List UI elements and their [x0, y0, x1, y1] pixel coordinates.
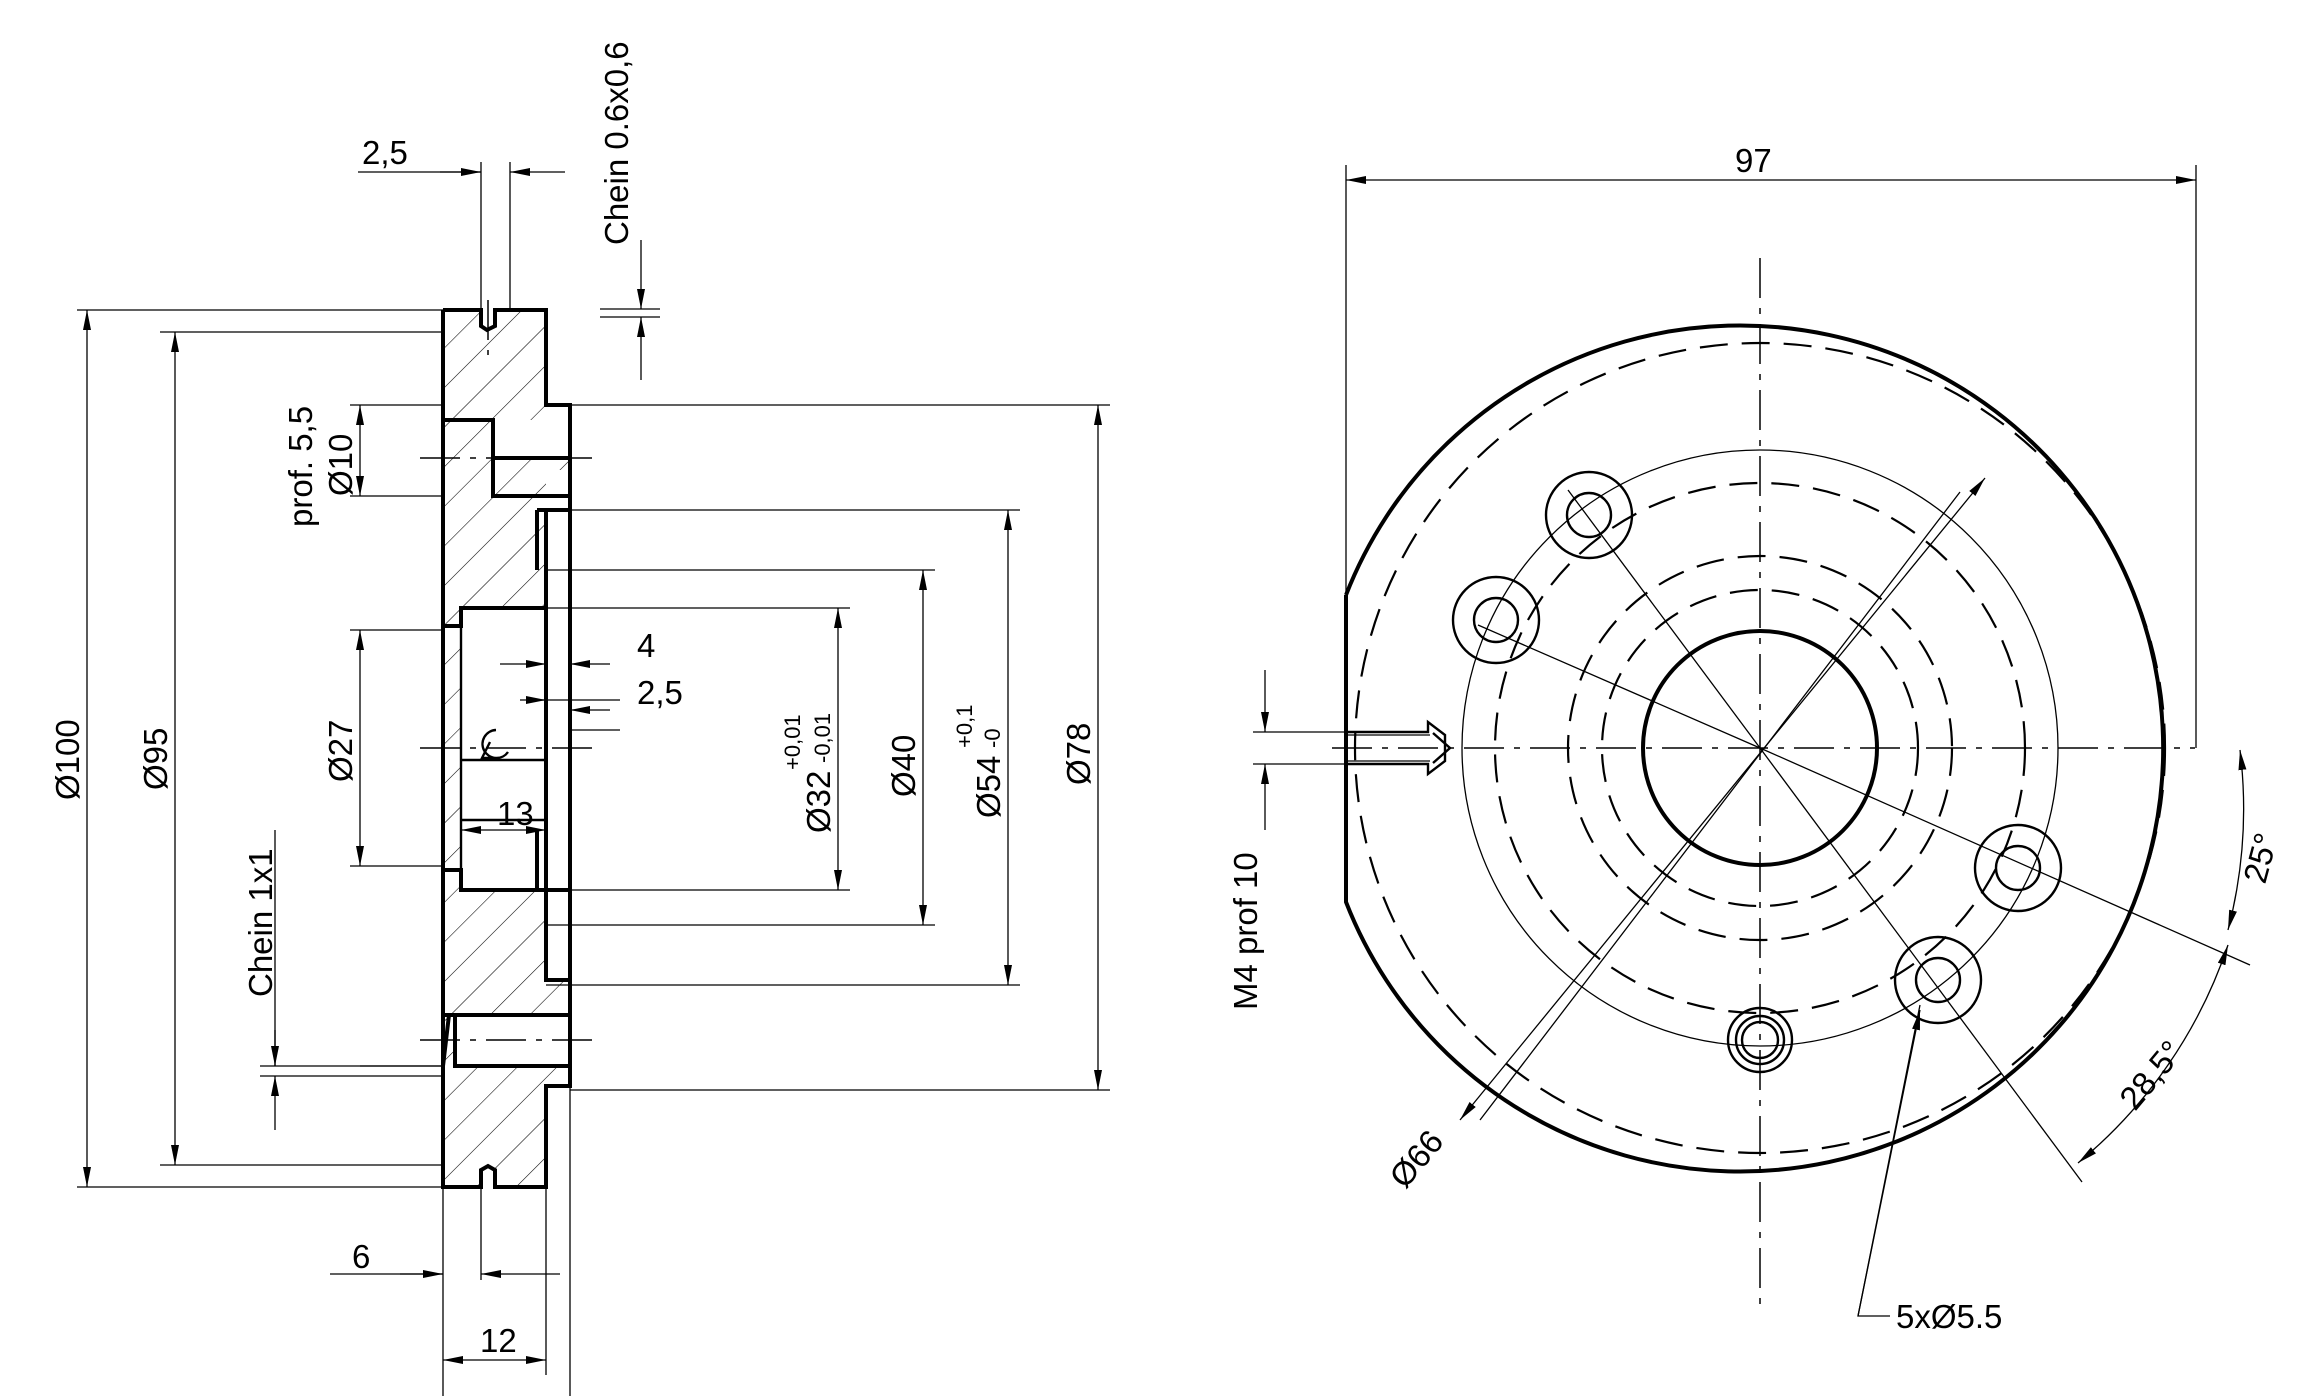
dim-width: 97 — [1735, 142, 1772, 179]
dim-flange-dia: Ø95 — [137, 728, 174, 790]
dim-step-offset: 2,5 — [637, 674, 683, 711]
dim-step-depth: 4 — [637, 627, 655, 664]
side-view: 2,5 Chein 0.6x0,6 prof. 5,5 Ø10 Ø100 Ø95… — [49, 41, 1110, 1396]
mounting-holes — [1451, 470, 2063, 1074]
dim-fit-tol-lower: -0,01 — [810, 713, 835, 763]
dim-counterbore-dia: Ø10 — [322, 434, 359, 496]
extension-lines — [77, 162, 1110, 1396]
angle-rays — [1459, 477, 2251, 1183]
dim-pcd-dia: Ø78 — [1060, 723, 1097, 785]
dim-counterbore-depth: prof. 5,5 — [282, 406, 319, 527]
dim-angle-b: 28,5° — [2112, 1033, 2190, 1116]
dimension-lines — [83, 168, 1102, 1364]
outer-profile — [1344, 323, 2166, 1174]
dim-thread: M4 prof 10 — [1227, 852, 1264, 1010]
front-view-dimension-texts: 97 M4 prof 10 Ø66 25° 28,5° 5xØ5.5 — [1227, 142, 2285, 1335]
dim-groove-width: 2,5 — [362, 134, 408, 171]
side-view-dimension-texts: 2,5 Chein 0.6x0,6 prof. 5,5 Ø10 Ø100 Ø95… — [49, 41, 1097, 1359]
dim-outer-dia: Ø100 — [49, 719, 86, 800]
dim-chamfer-bottom: Chein 1x1 — [242, 848, 279, 997]
dim-spigot-tol-upper: +0,1 — [952, 705, 977, 748]
counterbore-top — [443, 418, 570, 498]
dim-spigot-dia: Ø54 — [970, 756, 1007, 818]
dim-recess-dia: Ø40 — [885, 735, 922, 797]
dim-total-width: 12 — [480, 1322, 517, 1359]
threaded-pin — [1346, 719, 1452, 777]
dim-holes: 5xØ5.5 — [1896, 1298, 2002, 1335]
dim-pitch-dia: Ø66 — [1382, 1123, 1450, 1195]
dim-bore-dia: Ø27 — [322, 720, 359, 782]
dim-spigot-tol-lower: -0 — [980, 728, 1005, 748]
dim-groove-pos: 6 — [352, 1238, 370, 1275]
dim-chamfer-top: Chein 0.6x0,6 — [598, 41, 635, 245]
front-view: 97 M4 prof 10 Ø66 25° 28,5° 5xØ5.5 — [1227, 142, 2285, 1335]
dim-bore-depth: 13 — [497, 795, 534, 832]
dim-fit-dia: Ø32 — [800, 771, 837, 833]
dim-fit-tol-upper: +0,01 — [780, 714, 805, 770]
